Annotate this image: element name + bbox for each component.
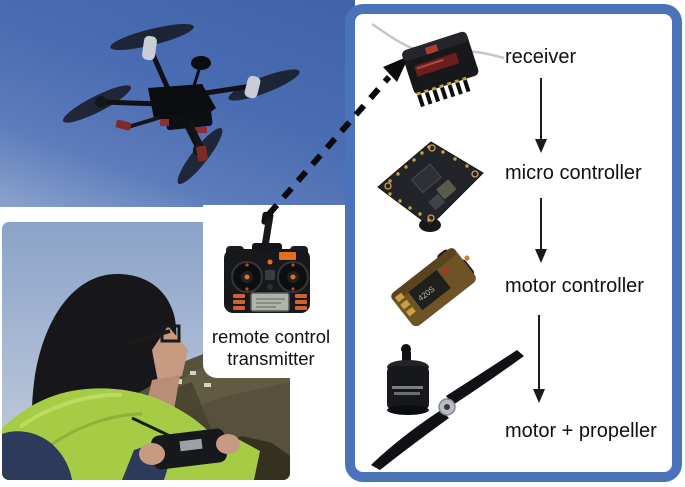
transmitter-caption-line2: transmitter: [227, 347, 315, 369]
flow-panel: [345, 4, 682, 482]
quadcopter-silhouette: [62, 24, 300, 185]
handheld-remote: [131, 416, 240, 470]
transmitter-caption-line1: remote control: [211, 326, 331, 347]
gps-mast: [190, 56, 211, 93]
landing-gear: [115, 116, 208, 162]
receiver-label: receiver: [505, 46, 577, 68]
motor-controller-label: motor controller: [505, 275, 644, 297]
drone-body: [148, 84, 216, 133]
drone-photo: [0, 0, 355, 207]
micro-controller-label: micro controller: [505, 162, 642, 184]
transmitter-caption: remote control transmitter: [197, 326, 345, 369]
pilot-silhouette: [2, 274, 260, 480]
motor-propeller-label: motor + propeller: [505, 420, 657, 442]
